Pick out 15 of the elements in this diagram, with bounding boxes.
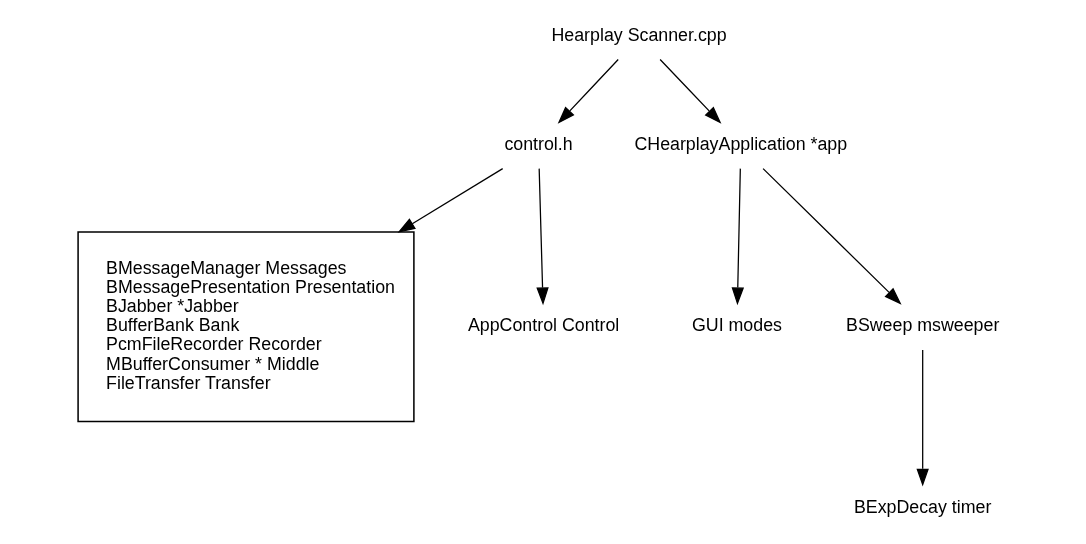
node-text: BSweep msweeper [846,315,1000,336]
node-text: CHearplayApplication *app [634,134,848,155]
arrow [762,168,902,305]
node-text: control.h [504,134,573,155]
node-text: BExpDecay timer [853,496,992,517]
node-text: AppControl Control [467,315,620,336]
arrow [731,168,745,306]
arrow [916,349,929,487]
arrow [659,58,722,124]
node-box: BMessageManager Messages BMessagePresentation Presentation BJabber *Jabber BufferBank Bank PcmFileRecorder Recorder MBufferConsumer * Middle FileTransfer Transfer [77,231,415,423]
arrow [557,58,619,124]
node-text: Hearplay Scanner.cpp [551,24,727,45]
arrow [397,168,504,233]
node-text: GUI modes [691,315,782,336]
arrow [536,168,549,306]
